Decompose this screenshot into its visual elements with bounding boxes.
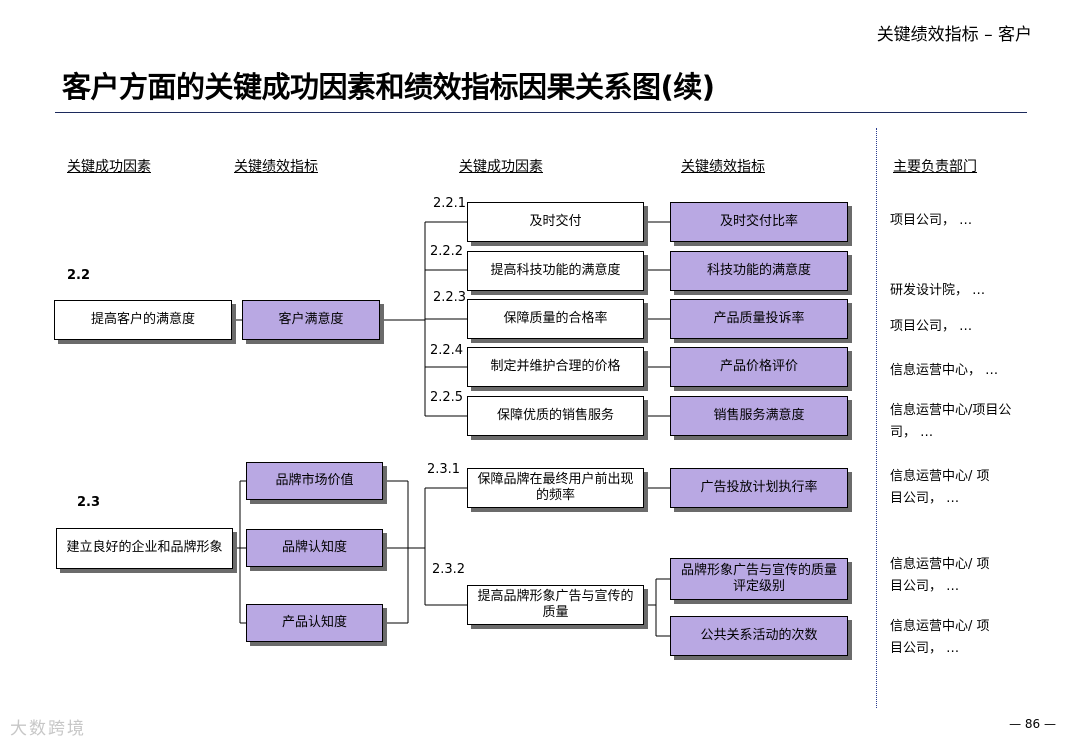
kpi-box-brand-awareness: 品牌认知度 [246,529,383,567]
kpi-box-customer-satisfaction: 客户满意度 [242,300,380,340]
kpi-box: 产品质量投诉率 [670,299,848,339]
kpi-box: 广告投放计划执行率 [670,468,848,508]
csf-box: 保障优质的销售服务 [467,396,644,436]
title-rule [55,112,1027,113]
department-label: 研发设计院， … [890,283,986,298]
kpi-box-product-awareness: 产品认知度 [246,604,383,642]
department-label: 信息运营中心/ 项目公司， … [890,469,990,506]
sub-number: 2.2.5 [430,390,464,405]
kpi-box: 销售服务满意度 [670,396,848,436]
header-csf-right: 关键成功因素 [459,159,543,175]
csf-box: 制定并维护合理的价格 [467,347,644,387]
csf-box: 提高品牌形象广告与宣传的质量 [467,585,644,625]
kpi-box-brand-market-value: 品牌市场价值 [246,462,383,500]
department-label: 信息运营中心/ 项目公司， … [890,557,990,594]
header-kpi-left: 关键绩效指标 [234,159,318,175]
kpi-box: 科技功能的满意度 [670,251,848,291]
page-title: 客户方面的关键成功因素和绩效指标因果关系图(续) [62,70,715,104]
section-tag: 关键绩效指标 – 客户 [876,25,1032,45]
sub-number: 2.3.1 [427,462,461,477]
csf-box: 保障质量的合格率 [467,299,644,339]
header-department: 主要负责部门 [893,159,977,175]
department-divider [876,128,877,708]
csf-box: 提高科技功能的满意度 [467,251,644,291]
department-label: 信息运营中心， … [890,363,999,378]
kpi-box: 及时交付比率 [670,202,848,242]
kpi-box: 品牌形象广告与宣传的质量评定级别 [670,558,848,600]
sub-number: 2.2.4 [430,343,464,358]
department-label: 信息运营中心/项目公司， … [890,403,1012,440]
kpi-box: 公共关系活动的次数 [670,616,848,656]
csf-box: 及时交付 [467,202,644,242]
kpi-box: 产品价格评价 [670,347,848,387]
group-number-2-2: 2.2 [67,268,91,283]
csf-box-brand-image: 建立良好的企业和品牌形象 [56,528,233,569]
header-csf-left: 关键成功因素 [67,159,151,175]
watermark-logo: 大数跨境 [10,719,86,739]
department-label: 信息运营中心/ 项目公司， … [890,619,990,656]
department-label: 项目公司， … [890,319,973,334]
sub-number: 2.2.3 [433,290,467,305]
csf-box: 保障品牌在最终用户前出现的频率 [467,468,644,508]
sub-number: 2.2.1 [433,196,467,211]
header-kpi-right: 关键绩效指标 [681,159,765,175]
sub-number: 2.2.2 [430,244,464,259]
csf-box-improve-satisfaction: 提高客户的满意度 [54,300,232,340]
group-number-2-3: 2.3 [77,495,101,510]
page-number: — 86 — [1009,717,1056,731]
department-label: 项目公司， … [890,213,973,228]
sub-number: 2.3.2 [432,562,466,577]
